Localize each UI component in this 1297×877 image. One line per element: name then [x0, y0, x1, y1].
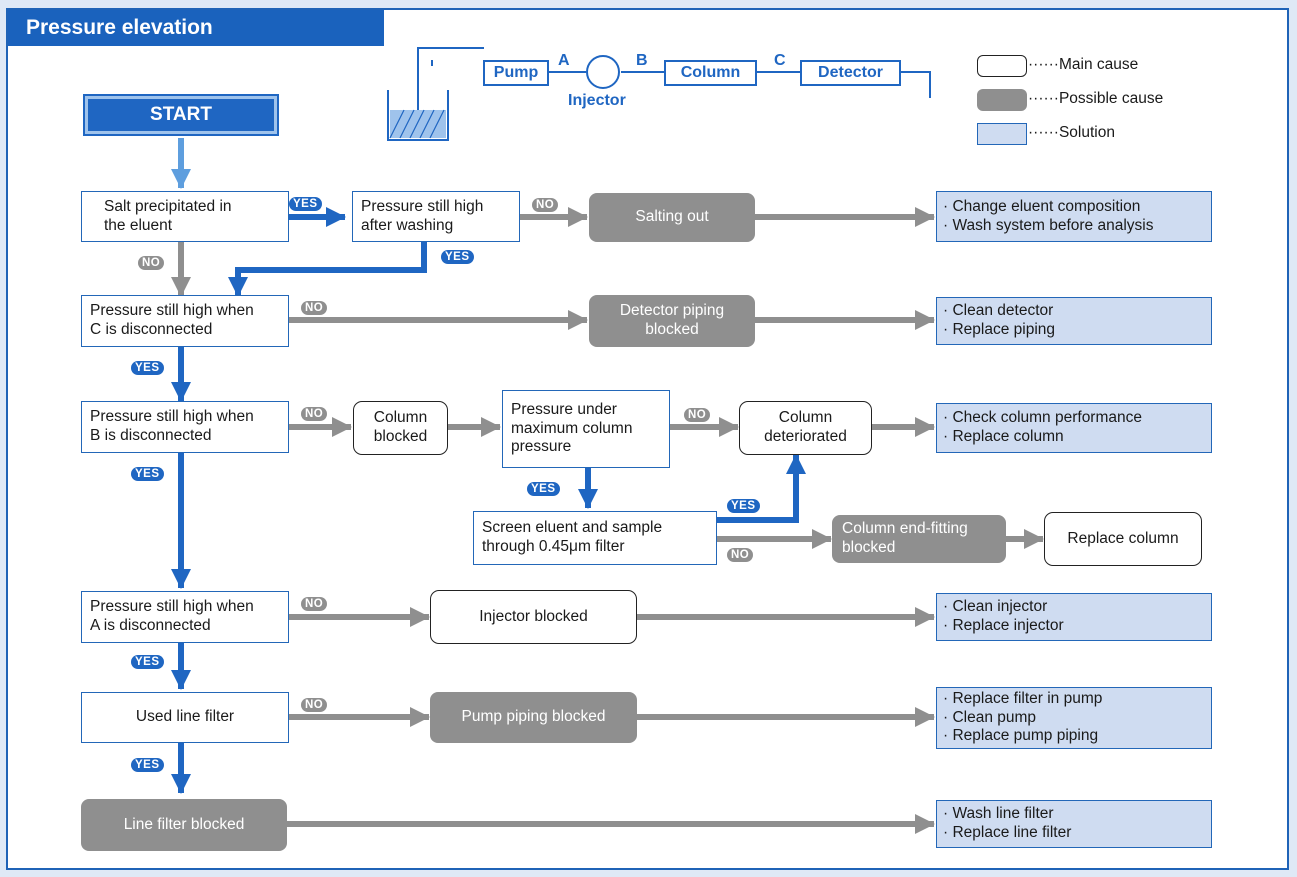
label-c: C	[774, 52, 786, 69]
page-title: Pressure elevation	[8, 10, 384, 46]
yes-label-screen: YES	[727, 499, 760, 513]
yes-label-max: YES	[527, 482, 560, 496]
no-label-linefilter: NO	[301, 698, 328, 712]
solution-salting-out: · Change eluent composition· Wash system…	[936, 191, 1212, 242]
label-a: A	[558, 52, 570, 69]
solution-line-filter: · Wash line filter· Replace line filter	[936, 800, 1212, 848]
column-box: Column	[664, 60, 757, 86]
question-used-line-filter: Used line filter	[81, 692, 289, 743]
injector-label: Injector	[568, 92, 626, 109]
start-node: START	[83, 94, 279, 136]
arrow-screen-yes	[716, 454, 806, 523]
yes-label-salt: YES	[289, 197, 322, 211]
cause-salting-out: Salting out	[589, 193, 755, 242]
injector-circle	[586, 55, 620, 89]
legend-solution-swatch	[977, 123, 1027, 145]
no-label-screen: NO	[727, 548, 754, 562]
no-label-c: NO	[301, 301, 328, 315]
yes-label-a: YES	[131, 655, 164, 669]
solution-detector: · Clean detector· Replace piping	[936, 297, 1212, 345]
cause-injector-blocked: Injector blocked	[430, 590, 637, 644]
detector-box: Detector	[800, 60, 901, 86]
legend-possible-swatch	[977, 89, 1027, 111]
no-label-salt: NO	[138, 256, 165, 270]
legend-main-text: ······Main cause	[1028, 56, 1139, 73]
no-label-a: NO	[301, 597, 328, 611]
no-label-max: NO	[684, 408, 711, 422]
legend-main-swatch	[977, 55, 1027, 77]
solution-injector: · Clean injector· Replace injector	[936, 593, 1212, 641]
solution-pump: · Replace filter in pump· Clean pump· Re…	[936, 687, 1212, 749]
no-label-wash: NO	[532, 198, 559, 212]
cause-pump-piping-blocked: Pump piping blocked	[430, 692, 637, 743]
arrow-wash-yes	[228, 241, 427, 297]
solution-column: · Check column performance· Replace colu…	[936, 403, 1212, 453]
yes-label-linefilter: YES	[131, 758, 164, 772]
pump-box: Pump	[483, 60, 549, 86]
action-replace-column: Replace column	[1044, 512, 1202, 566]
legend-solution-text: ······Solution	[1028, 124, 1115, 141]
yes-label-wash: YES	[441, 250, 474, 264]
legend-possible-text: ······Possible cause	[1028, 90, 1164, 107]
no-label-b: NO	[301, 407, 328, 421]
reservoir-icon	[387, 70, 449, 141]
yes-label-c: YES	[131, 361, 164, 375]
label-b: B	[636, 52, 648, 69]
yes-label-b: YES	[131, 467, 164, 481]
cause-line-filter-blocked: Line filter blocked	[81, 799, 287, 851]
